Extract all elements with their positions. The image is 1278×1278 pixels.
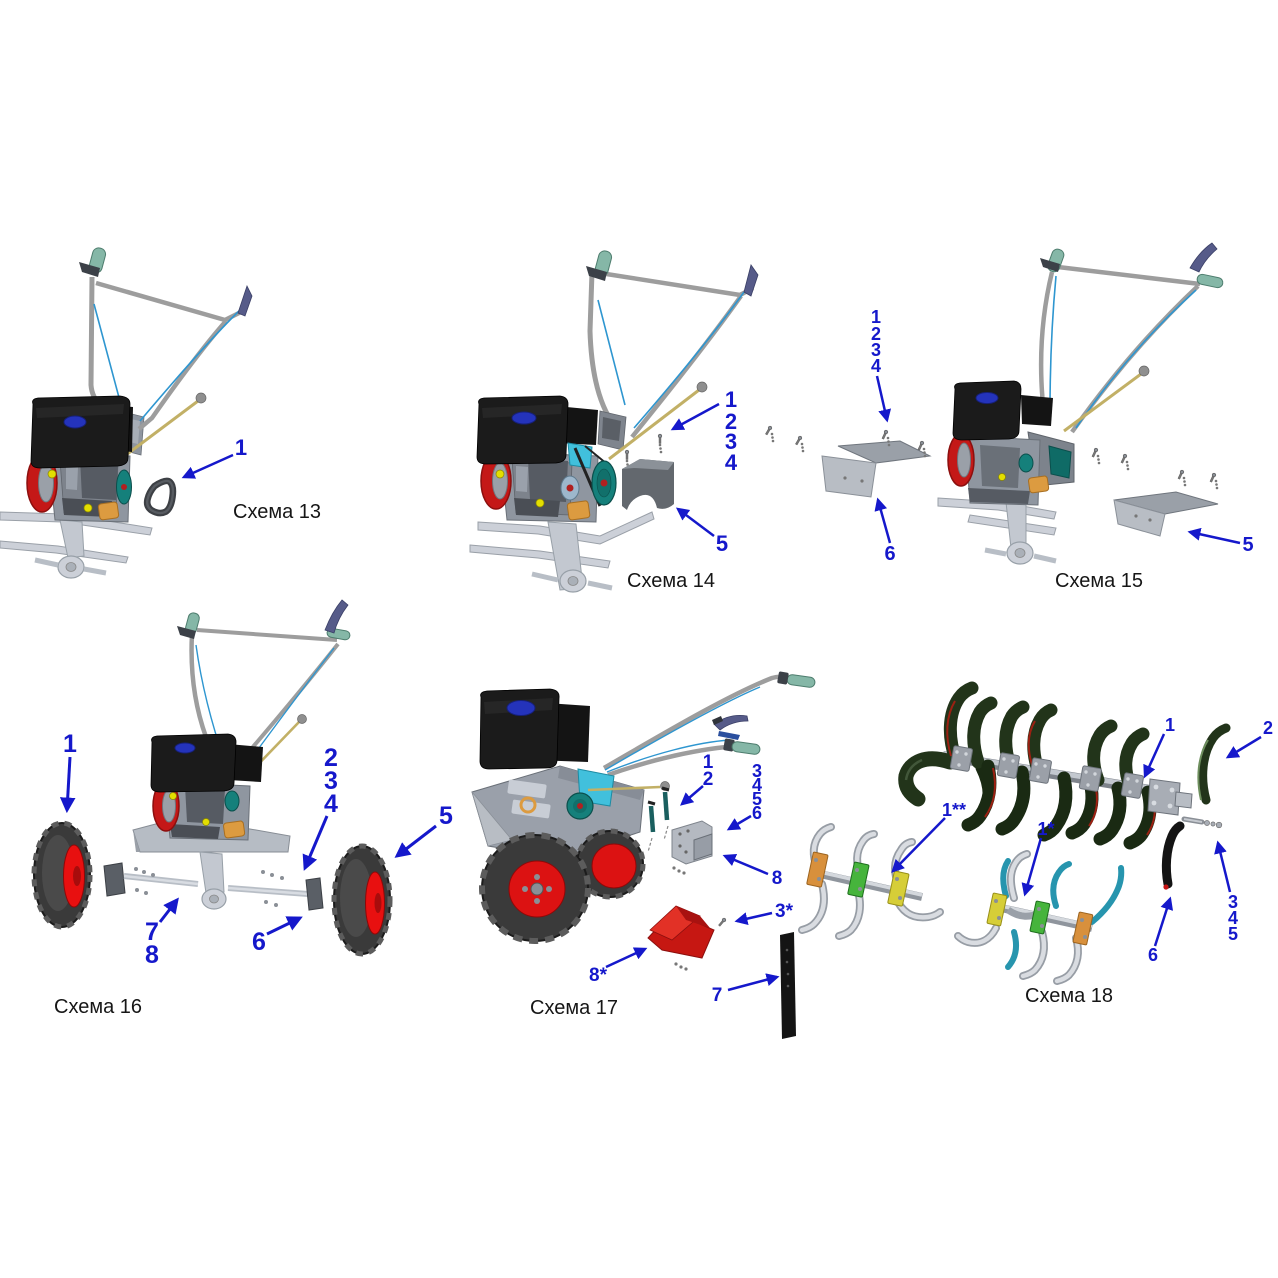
svg-text:7: 7 xyxy=(145,918,159,946)
svg-text:2: 2 xyxy=(324,744,338,772)
svg-text:6: 6 xyxy=(884,543,895,565)
svg-text:6: 6 xyxy=(752,803,762,823)
svg-text:1: 1 xyxy=(235,435,247,460)
svg-text:1: 1 xyxy=(725,387,737,412)
svg-text:5: 5 xyxy=(439,802,453,830)
svg-text:Схема 15: Схема 15 xyxy=(1055,570,1143,592)
svg-text:4: 4 xyxy=(1228,908,1238,928)
svg-text:3*: 3* xyxy=(775,901,794,922)
svg-text:1: 1 xyxy=(703,752,714,773)
svg-text:5: 5 xyxy=(1228,924,1238,944)
svg-text:2: 2 xyxy=(703,769,714,790)
svg-text:Схема 18: Схема 18 xyxy=(1025,985,1113,1007)
svg-text:1**: 1** xyxy=(942,800,966,820)
svg-text:Схема 16: Схема 16 xyxy=(54,996,142,1018)
svg-text:7: 7 xyxy=(712,985,723,1006)
svg-text:1*: 1* xyxy=(1037,819,1054,839)
svg-text:5: 5 xyxy=(752,789,762,809)
svg-text:6: 6 xyxy=(1148,945,1158,965)
svg-text:1: 1 xyxy=(871,307,881,327)
svg-text:Схема 14: Схема 14 xyxy=(627,570,715,592)
svg-text:4: 4 xyxy=(725,450,738,475)
svg-text:4: 4 xyxy=(871,356,881,376)
svg-text:2: 2 xyxy=(871,324,881,344)
svg-text:Схема 17: Схема 17 xyxy=(530,997,618,1019)
svg-text:2: 2 xyxy=(725,409,737,434)
svg-text:8*: 8* xyxy=(589,965,608,986)
svg-text:3: 3 xyxy=(324,767,338,795)
svg-text:8: 8 xyxy=(772,868,783,889)
svg-text:5: 5 xyxy=(1242,534,1253,556)
svg-text:1: 1 xyxy=(63,730,77,758)
svg-text:1: 1 xyxy=(1165,715,1175,735)
svg-text:6: 6 xyxy=(252,928,266,956)
svg-text:8: 8 xyxy=(145,941,159,969)
svg-text:4: 4 xyxy=(324,790,338,818)
svg-text:3: 3 xyxy=(1228,892,1238,912)
svg-text:5: 5 xyxy=(716,531,728,556)
svg-text:2: 2 xyxy=(1263,718,1273,738)
svg-text:3: 3 xyxy=(725,429,737,454)
svg-text:4: 4 xyxy=(752,775,762,795)
svg-text:Схема 13: Схема 13 xyxy=(233,501,321,523)
svg-text:3: 3 xyxy=(752,761,762,781)
svg-text:3: 3 xyxy=(871,340,881,360)
